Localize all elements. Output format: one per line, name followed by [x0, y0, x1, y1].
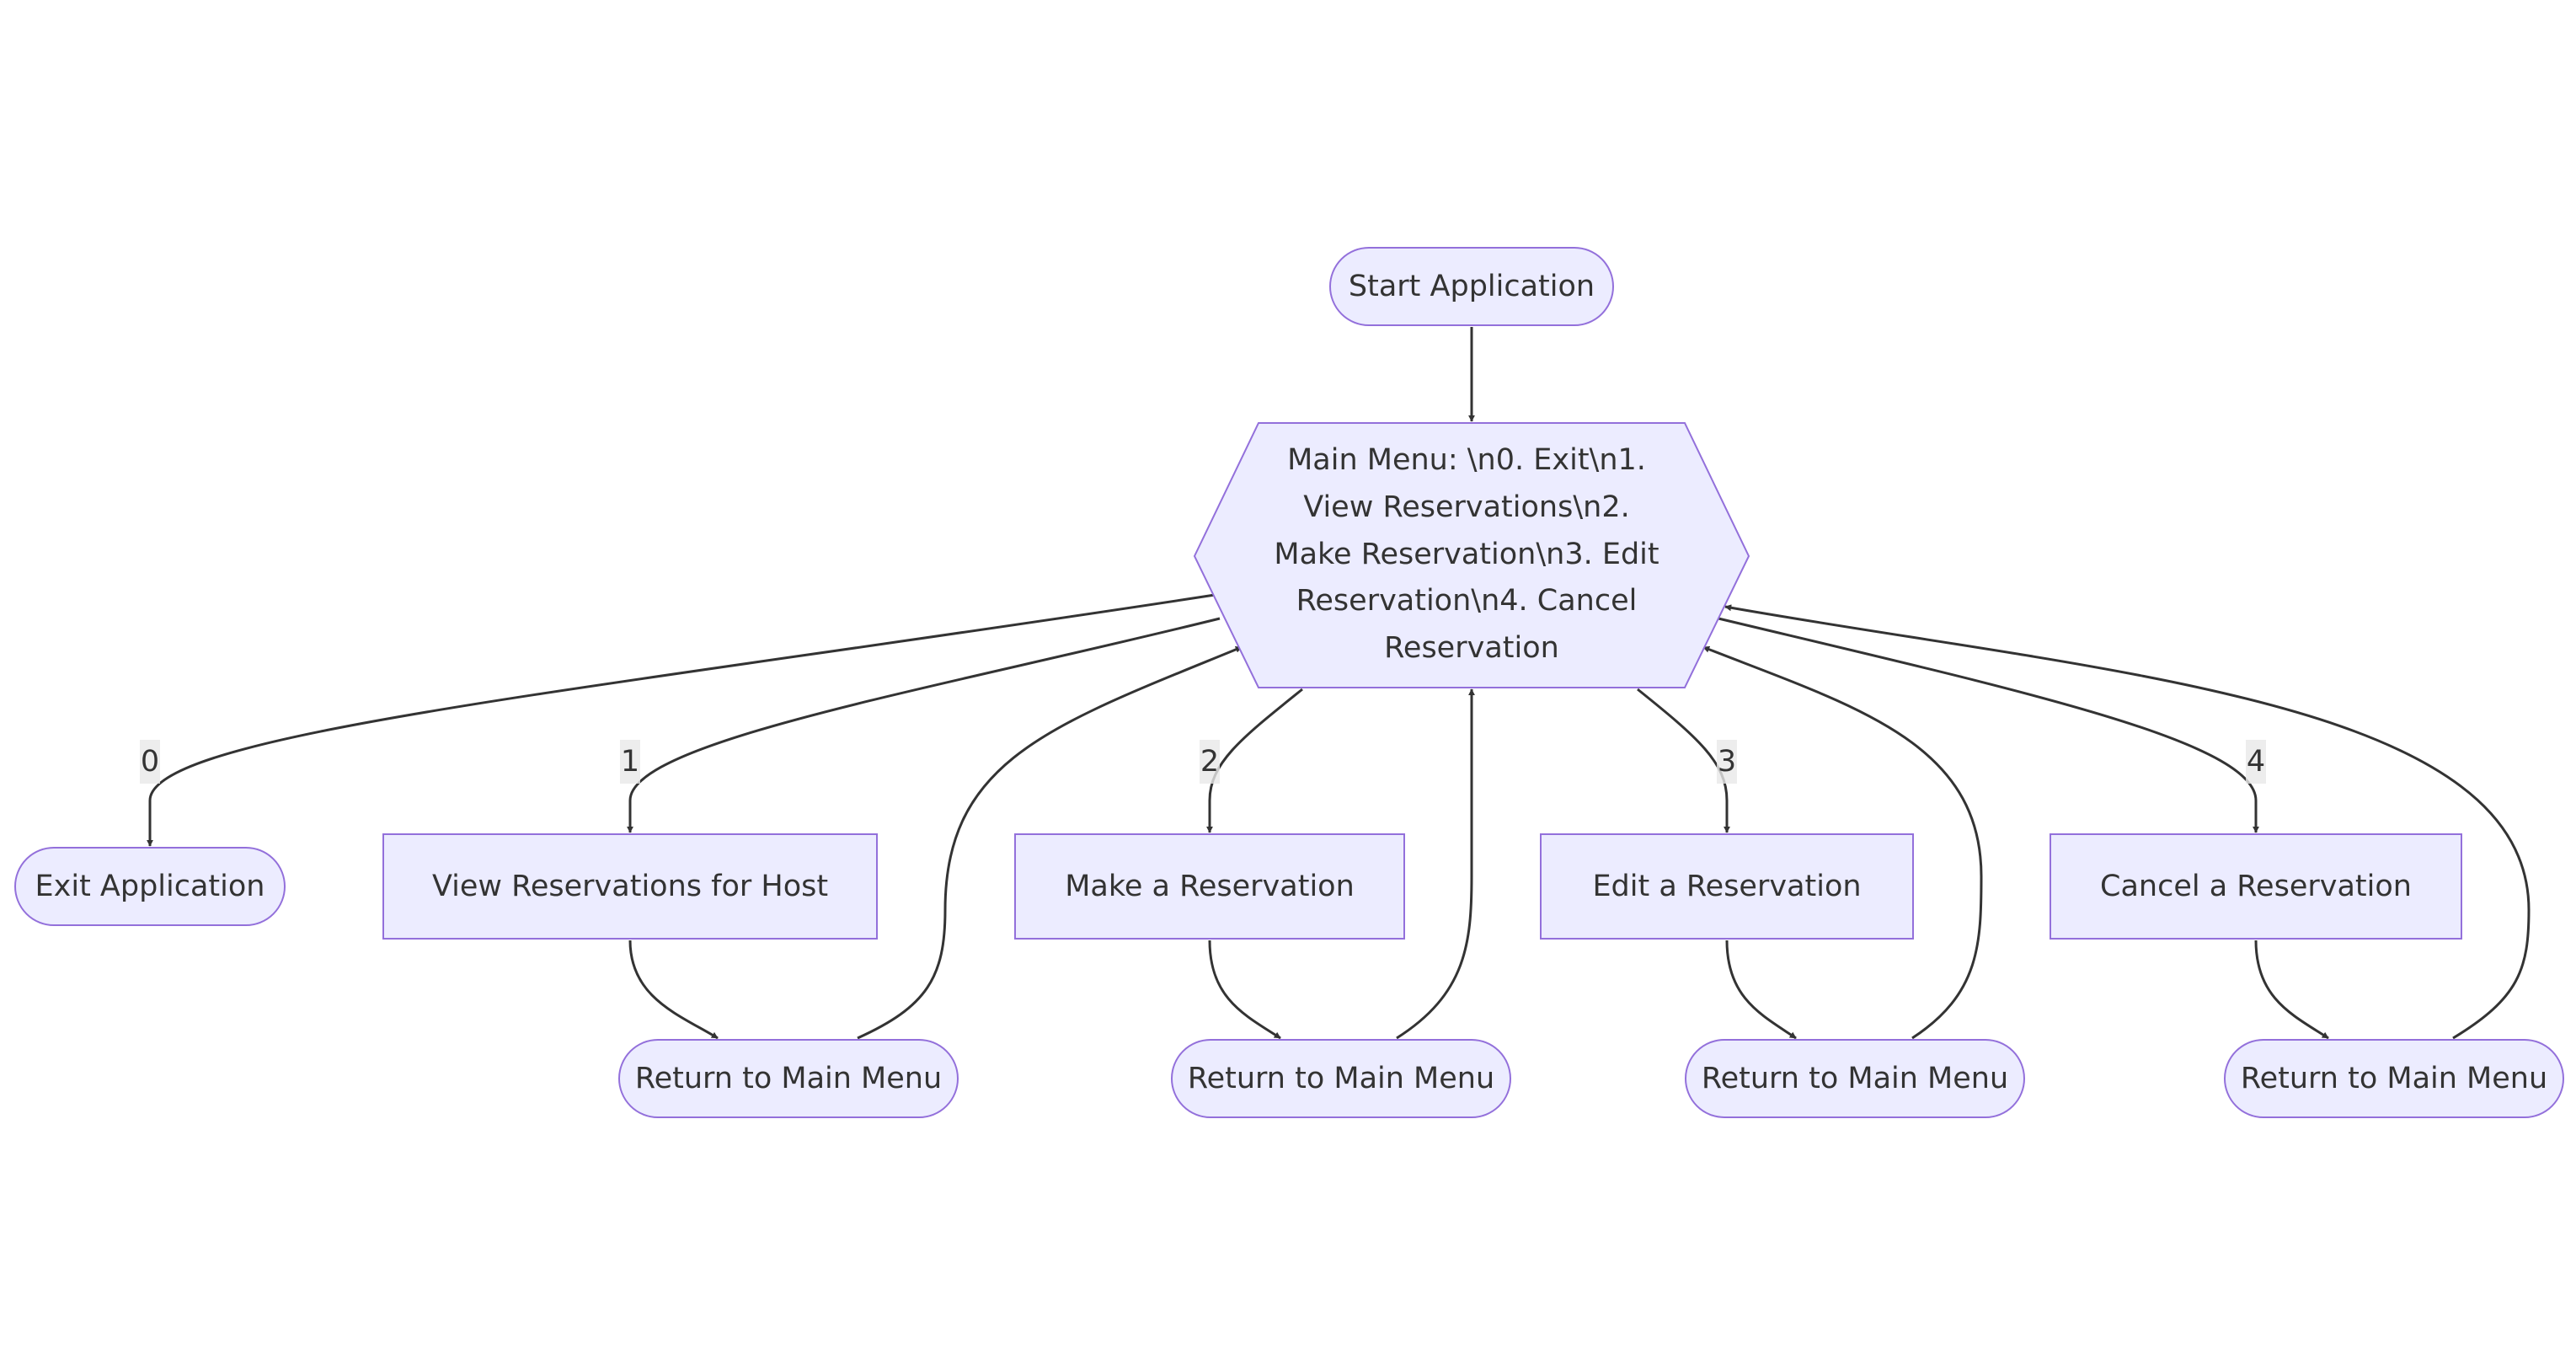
node-return-edit-label: Return to Main Menu: [1702, 1062, 2008, 1095]
node-exit-application-label: Exit Application: [35, 870, 265, 903]
edge-menu-to-make: [1206, 688, 1303, 833]
node-edit-reservation-label: Edit a Reservation: [1592, 870, 1861, 903]
edge-return-cancel-to-menu: [1724, 604, 2531, 1040]
node-main-menu: Main Menu: \n0. Exit\n1. View Reservatio…: [1193, 422, 1750, 688]
node-return-view: Return to Main Menu: [618, 1039, 959, 1118]
edges: [147, 327, 2531, 1040]
edge-menu-to-edit: [1637, 688, 1730, 833]
node-return-edit: Return to Main Menu: [1685, 1039, 2025, 1118]
edge-label-cancel: 4: [2246, 740, 2266, 784]
node-main-menu-line-5: Reservation: [1384, 631, 1559, 665]
edge-view-to-return: [628, 940, 719, 1040]
node-make-reservation-label: Make a Reservation: [1065, 870, 1355, 903]
node-main-menu-line-1: Main Menu: \n0. Exit\n1.: [1287, 443, 1646, 477]
edge-label-edit-text: 3: [1718, 745, 1736, 779]
edge-label-exit-text: 0: [141, 745, 159, 779]
edge-return-view-to-menu: [857, 645, 1243, 1040]
edge-menu-to-view: [627, 617, 1221, 833]
edge-return-make-to-menu: [1396, 688, 1475, 1040]
node-main-menu-line-2: View Reservations\n2.: [1303, 490, 1629, 524]
edge-labels: 0 1 2 3 4: [140, 740, 2266, 784]
edge-label-exit: 0: [140, 740, 160, 784]
node-cancel-reservation-label: Cancel a Reservation: [2100, 870, 2412, 903]
node-make-reservation: Make a Reservation: [1014, 833, 1405, 940]
edge-menu-to-exit: [147, 593, 1216, 847]
node-exit-application: Exit Application: [14, 847, 286, 926]
edge-label-make-text: 2: [1200, 745, 1219, 779]
node-main-menu-line-3: Make Reservation\n3. Edit: [1274, 538, 1659, 571]
node-return-make-label: Return to Main Menu: [1188, 1062, 1494, 1095]
edge-label-make: 2: [1200, 740, 1220, 784]
node-main-menu-line-4: Reservation\n4. Cancel: [1296, 584, 1638, 618]
edge-label-view-text: 1: [621, 745, 639, 779]
nodes: Start Application Main Menu: \n0. Exit\n…: [14, 247, 2564, 1118]
edge-label-edit: 3: [1717, 740, 1737, 784]
edge-return-edit-to-menu: [1702, 645, 1983, 1040]
node-start-application-label: Start Application: [1349, 270, 1595, 303]
edge-make-to-return: [1208, 940, 1281, 1040]
node-return-cancel-label: Return to Main Menu: [2241, 1062, 2547, 1095]
node-return-view-label: Return to Main Menu: [635, 1062, 942, 1095]
node-edit-reservation: Edit a Reservation: [1540, 833, 1914, 940]
node-return-cancel: Return to Main Menu: [2224, 1039, 2564, 1118]
node-view-reservations: View Reservations for Host: [382, 833, 878, 940]
node-cancel-reservation: Cancel a Reservation: [2050, 833, 2462, 940]
edge-cancel-to-return: [2254, 940, 2329, 1040]
edge-menu-to-cancel: [1718, 617, 2259, 833]
edge-label-cancel-text: 4: [2247, 745, 2265, 779]
edge-edit-to-return: [1725, 940, 1797, 1040]
edge-label-view: 1: [620, 740, 640, 784]
node-return-make: Return to Main Menu: [1171, 1039, 1511, 1118]
node-view-reservations-label: View Reservations for Host: [432, 870, 828, 903]
node-start-application: Start Application: [1329, 247, 1614, 326]
